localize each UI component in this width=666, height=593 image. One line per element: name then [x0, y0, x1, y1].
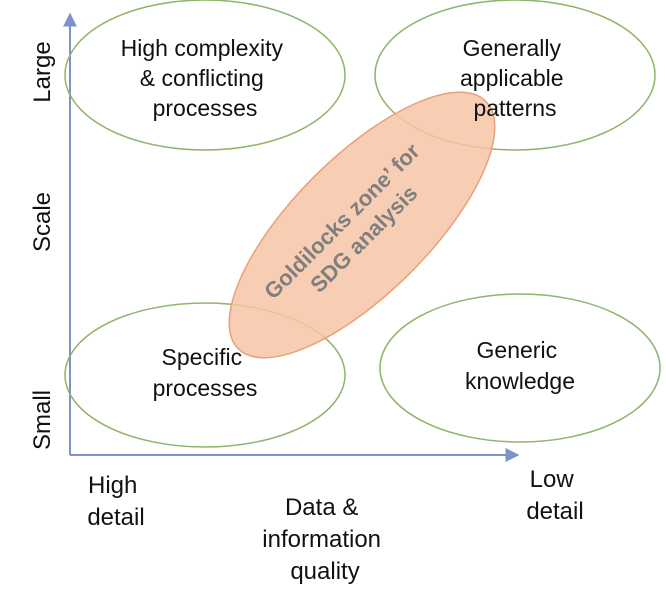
top-left-line-1: High complexity [121, 35, 284, 61]
y-axis-top-label: Large [29, 41, 56, 102]
top-right-line-3: patterns [473, 95, 556, 121]
top-right-line-1: Generally [463, 35, 562, 61]
ellipse-bottom-left [64, 302, 346, 448]
top-right-text: Generally applicable patterns [460, 35, 570, 121]
bottom-left-line-2: processes [153, 375, 258, 401]
x-mid-line-1: Data & [285, 494, 358, 521]
top-left-text: High complexity & conflicting processes [121, 35, 290, 121]
x-left-line-2: detail [87, 504, 144, 531]
x-axis-left-label: High detail [87, 472, 144, 531]
ellipse-top-left [64, 0, 346, 151]
bottom-right-text: Generic knowledge [465, 337, 575, 394]
bottom-left-line-1: Specific [162, 344, 243, 370]
y-axis-title: Scale [29, 192, 56, 252]
x-right-line-2: detail [526, 498, 583, 525]
x-axis-title: Data & information quality [262, 494, 387, 585]
y-axis-bottom-label: Small [29, 390, 56, 450]
ellipse-top-right [374, 0, 656, 151]
bottom-left-text: Specific processes [153, 344, 258, 401]
x-right-line-1: Low [530, 466, 575, 493]
x-left-line-1: High [88, 472, 137, 499]
x-axis-right-label: Low detail [526, 466, 583, 525]
top-left-line-2: & conflicting [140, 65, 264, 91]
bottom-right-line-2: knowledge [465, 368, 575, 394]
ellipse-bottom-right [379, 293, 661, 443]
goldilocks-zone [228, 91, 496, 359]
top-right-line-2: applicable [460, 65, 564, 91]
bottom-right-line-1: Generic [477, 337, 558, 363]
x-mid-line-3: quality [290, 558, 359, 585]
x-mid-line-2: information [262, 526, 381, 553]
top-left-line-3: processes [153, 95, 258, 121]
